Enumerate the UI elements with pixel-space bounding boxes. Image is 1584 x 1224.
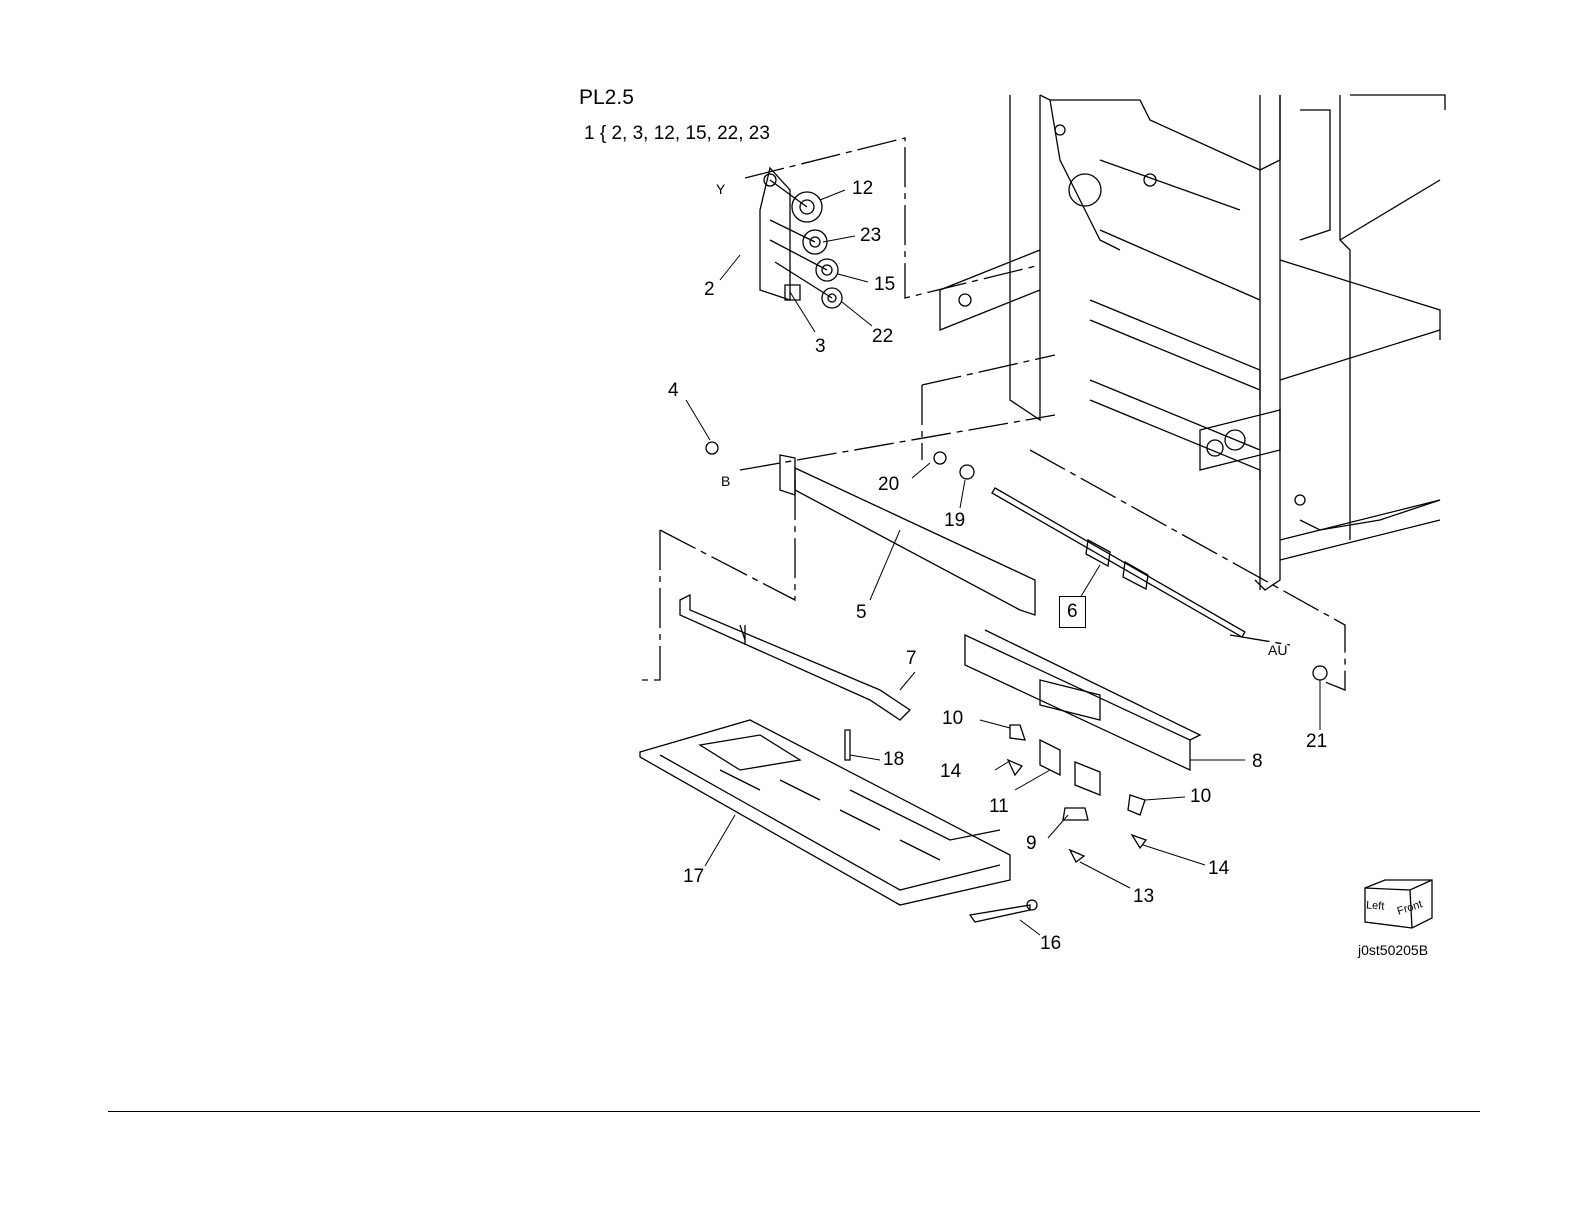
callout-6: 6 <box>1059 596 1086 628</box>
callout-20: 20 <box>878 474 899 496</box>
callout-2: 2 <box>704 279 715 301</box>
bottom-divider <box>108 1111 1480 1112</box>
figure-code: j0st50205B <box>1358 942 1428 958</box>
feed-roller-parts <box>706 442 1327 862</box>
callout-18: 18 <box>883 749 904 771</box>
part-7-guide <box>680 595 910 720</box>
assembly-group-list: 1 { 2, 3, 12, 15, 22, 23 <box>584 123 770 145</box>
callout-22: 22 <box>872 326 893 348</box>
callout-14-right: 14 <box>1208 858 1229 880</box>
callout-19: 19 <box>944 510 965 532</box>
callout-4: 4 <box>668 380 679 402</box>
part-16-lever <box>970 900 1037 922</box>
part-8-housing <box>965 630 1200 770</box>
callout-21: 21 <box>1306 731 1327 753</box>
machine-frame <box>940 95 1445 590</box>
reference-letter-b: B <box>721 473 730 489</box>
callout-13: 13 <box>1133 886 1154 908</box>
callout-12: 12 <box>852 178 873 200</box>
callout-16: 16 <box>1040 933 1061 955</box>
callout-10-right: 10 <box>1190 786 1211 808</box>
part-6-shaft <box>934 452 1245 637</box>
callout-17: 17 <box>683 866 704 888</box>
reference-lines <box>640 138 1345 690</box>
callout-11: 11 <box>989 796 1009 818</box>
reference-letter-au: AU <box>1268 642 1287 658</box>
callout-15: 15 <box>874 274 895 296</box>
callout-5: 5 <box>856 602 867 624</box>
callout-7: 7 <box>906 648 917 670</box>
cube-left-label: Left <box>1366 899 1385 912</box>
callout-9: 9 <box>1026 833 1037 855</box>
callout-23: 23 <box>860 225 881 247</box>
reference-letter-y: Y <box>716 181 725 197</box>
page-title: PL2.5 <box>579 86 634 110</box>
gear-bracket-assembly <box>760 168 842 308</box>
part-5-bar <box>780 455 1035 615</box>
callout-10-upper: 10 <box>942 708 963 730</box>
callout-3: 3 <box>815 336 826 358</box>
callout-14-left: 14 <box>940 761 961 783</box>
callout-8: 8 <box>1252 751 1263 773</box>
